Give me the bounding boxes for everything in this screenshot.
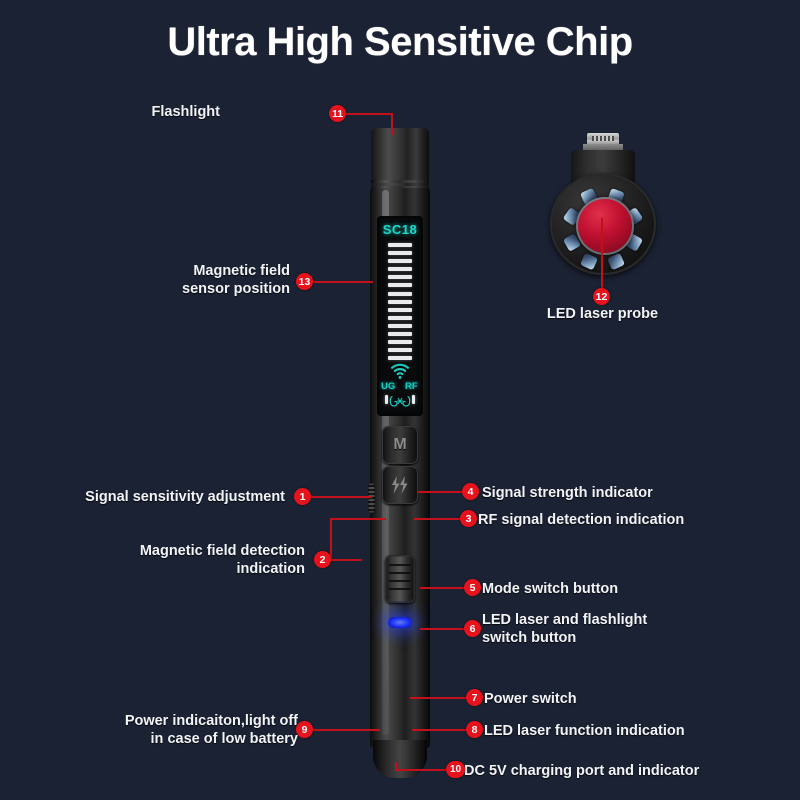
- callout-badge-5[interactable]: 5: [464, 579, 481, 596]
- leader-line-2-h2: [330, 518, 386, 520]
- leader-line-8-h: [412, 729, 472, 731]
- sensitivity-adjust-wheel[interactable]: [368, 483, 375, 513]
- callout-badge-6[interactable]: 6: [464, 620, 481, 637]
- leader-line-6-h: [420, 628, 470, 630]
- callout-badge-2[interactable]: 2: [314, 551, 331, 568]
- callout-badge-8[interactable]: 8: [466, 721, 483, 738]
- leader-line-10-v: [395, 762, 397, 770]
- signal-bar: [388, 323, 412, 328]
- page-title: Ultra High Sensitive Chip: [167, 20, 633, 64]
- power-switch[interactable]: [385, 555, 415, 603]
- signal-bar: [388, 307, 412, 312]
- signal-bar: [388, 267, 412, 272]
- display-ug-label: UG: [381, 381, 396, 392]
- callout-badge-3[interactable]: 3: [460, 510, 477, 527]
- callout-label-10: DC 5V charging port and indicator: [464, 763, 700, 779]
- leader-line-11-v: [391, 113, 393, 135]
- display-model-text: SC18: [382, 222, 418, 237]
- leader-line-5-h: [420, 587, 470, 589]
- signal-bar: [388, 243, 412, 247]
- signal-bar: [388, 251, 412, 256]
- pen-flashlight-head: [371, 128, 429, 186]
- laser-flashlight-switch-button[interactable]: [382, 466, 418, 504]
- signal-bar: [388, 291, 412, 296]
- pen-cap-ring-lower: [371, 186, 429, 189]
- mode-button-label: M: [393, 436, 407, 453]
- probe-laser-lens: [576, 197, 634, 255]
- leader-line-7-h: [410, 697, 472, 699]
- signal-bar: [388, 299, 412, 304]
- callout-badge-12[interactable]: 12: [593, 288, 610, 305]
- magnet-icon: [389, 396, 411, 407]
- callout-badge-9[interactable]: 9: [296, 721, 313, 738]
- pen-base: [373, 740, 427, 778]
- callout-badge-1[interactable]: 1: [294, 488, 311, 505]
- leader-line-11-h: [345, 113, 393, 115]
- callout-badge-11[interactable]: 11: [329, 105, 346, 122]
- pen-cap-ring-upper: [371, 180, 429, 183]
- device-display-screen: SC18 UG RF: [377, 216, 423, 416]
- leader-line-2-v: [330, 518, 332, 560]
- signal-bar: [388, 332, 412, 337]
- micro-usb-connector-icon: [587, 133, 619, 146]
- callout-label-11: Flashlight: [151, 104, 220, 120]
- display-rf-label: RF: [405, 381, 418, 392]
- signal-bar: [388, 315, 412, 320]
- signal-bar: [388, 275, 412, 280]
- callout-label-4: Signal strength indicator: [482, 485, 653, 501]
- leader-line-3-h: [414, 518, 466, 520]
- detector-pen-device: SC18 UG RF M: [368, 128, 432, 780]
- callout-label-9: Power indicaiton,light off in case of lo…: [124, 713, 298, 748]
- mode-switch-button[interactable]: M: [382, 426, 418, 464]
- callout-label-12: LED laser probe: [546, 306, 659, 322]
- callout-label-7: Power switch: [484, 691, 577, 707]
- leader-line-1-h: [310, 496, 372, 498]
- callout-badge-4[interactable]: 4: [462, 483, 479, 500]
- signal-strength-bars: [388, 243, 412, 364]
- led-laser-probe-device: [543, 133, 663, 275]
- leader-line-13-h: [305, 281, 373, 283]
- callout-label-6: LED laser and flashlight switch button: [482, 612, 648, 647]
- callout-badge-10[interactable]: 10: [446, 761, 465, 778]
- usb-neck: [583, 144, 623, 152]
- callout-label-8: LED laser function indication: [484, 723, 685, 739]
- callout-label-13: Magnetic field sensor position: [182, 263, 290, 298]
- callout-badge-13[interactable]: 13: [296, 273, 313, 290]
- leader-line-12-v: [601, 218, 603, 288]
- callout-label-2: Magnetic field detection indication: [139, 543, 305, 578]
- leader-line-4-h: [418, 491, 470, 493]
- callout-label-1: Signal sensitivity adjustment: [85, 489, 285, 505]
- leader-line-2-h: [330, 559, 362, 561]
- signal-bar: [388, 348, 412, 353]
- callout-label-3: RF signal detection indication: [478, 512, 685, 528]
- display-ug-tick: [385, 395, 388, 404]
- signal-bar: [388, 283, 412, 288]
- power-indicator-led: [388, 617, 412, 628]
- signal-bar: [388, 259, 412, 264]
- wifi-signal-icon: [390, 363, 410, 379]
- signal-bar: [388, 356, 412, 361]
- signal-bar: [388, 340, 412, 345]
- callout-label-5: Mode switch button: [482, 581, 619, 597]
- callout-badge-7[interactable]: 7: [466, 689, 483, 706]
- display-rf-tick: [412, 395, 415, 404]
- leader-line-9-h: [308, 729, 380, 731]
- leader-line-10-h: [395, 769, 451, 771]
- double-lightning-bolt-icon: [392, 476, 408, 494]
